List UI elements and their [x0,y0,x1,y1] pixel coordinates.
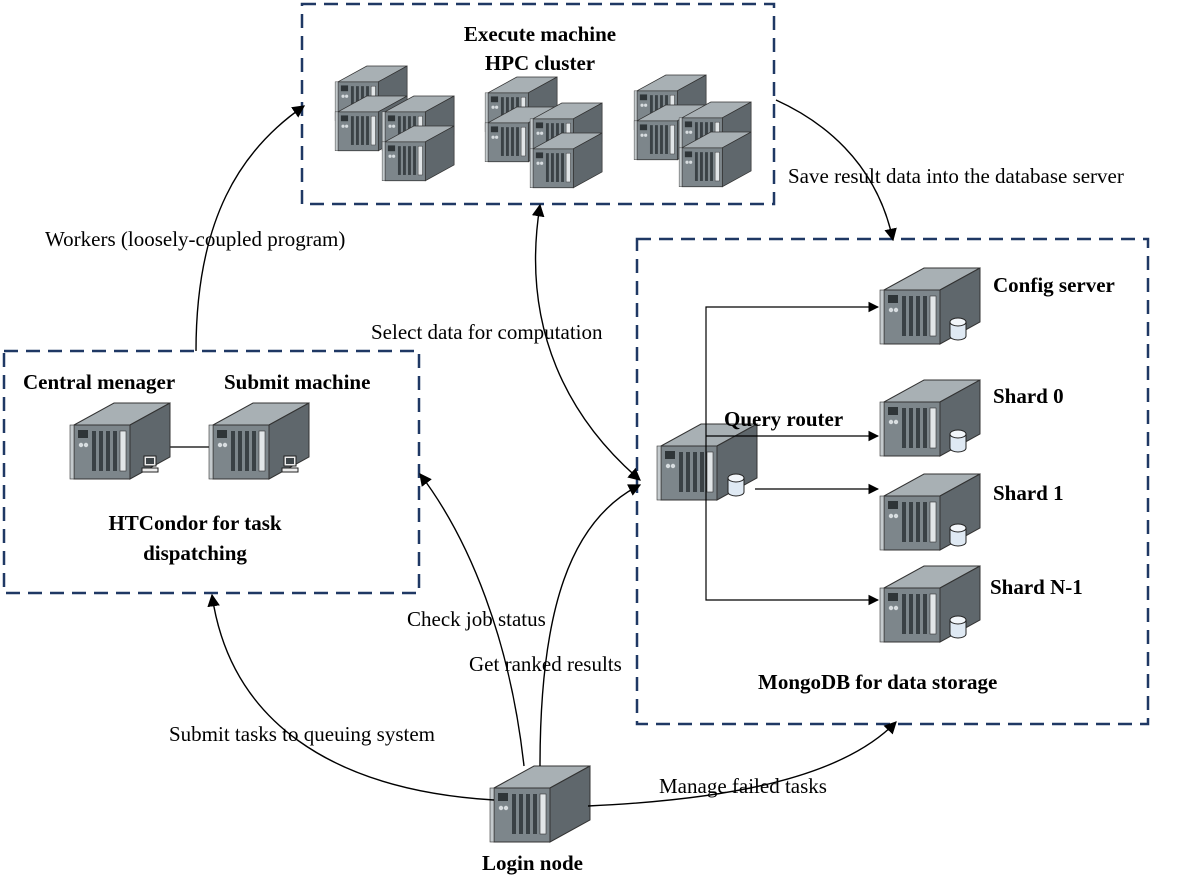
workers-edge-label: Workers (loosely-coupled program) [45,227,346,251]
shard-1-label: Shard 1 [993,481,1064,505]
hpc-server-stack-2 [484,76,603,189]
edge-workers [195,105,306,352]
select-data-edge-label: Select data for computation [371,320,603,344]
shard-n-1-server-icon [879,565,981,643]
edge-select-data [531,203,641,481]
router-shard-connectors [705,301,880,606]
submit-machine-server-icon [208,402,310,480]
htcondor-title-line2: dispatching [143,541,247,565]
htcondor-group [2,349,421,595]
get-ranked-results-edge-label: Get ranked results [469,652,622,676]
login-node-server-icon [489,765,591,843]
manage-failed-tasks-edge-label: Manage failed tasks [659,774,827,798]
shard-0-label: Shard 0 [993,384,1064,408]
config-server-icon [879,267,981,345]
htcondor-title-line1: HTCondor for task [108,511,282,535]
shard-1-server-icon [879,473,981,551]
edge-save-result [775,99,897,242]
central-manager-label: Central menager [23,370,176,394]
edge-submit-tasks [207,593,495,801]
central-manager-server-icon [69,402,171,480]
hpc-cluster-title: HPC cluster [484,51,596,75]
save-result-edge-label: Save result data into the database serve… [788,164,1124,188]
mongodb-title: MongoDB for data storage [758,670,998,694]
edge-check-job-status [419,472,525,767]
config-server-label: Config server [993,273,1115,297]
edge-manage-failed-tasks [587,721,897,807]
edge-get-ranked-results [539,484,642,767]
hpc-server-stack-1 [334,65,455,182]
submit-tasks-edge-label: Submit tasks to queuing system [169,722,436,746]
query-router-label: Query router [724,407,844,431]
execute-machine-title: Execute machine [463,22,617,46]
shard-n-1-label: Shard N-1 [990,575,1083,599]
shard-0-server-icon [879,379,981,457]
hpc-server-stack-3 [633,74,752,188]
login-node-label: Login node [482,851,583,875]
check-job-status-edge-label: Check job status [407,607,546,631]
submit-machine-label: Submit machine [224,370,371,394]
